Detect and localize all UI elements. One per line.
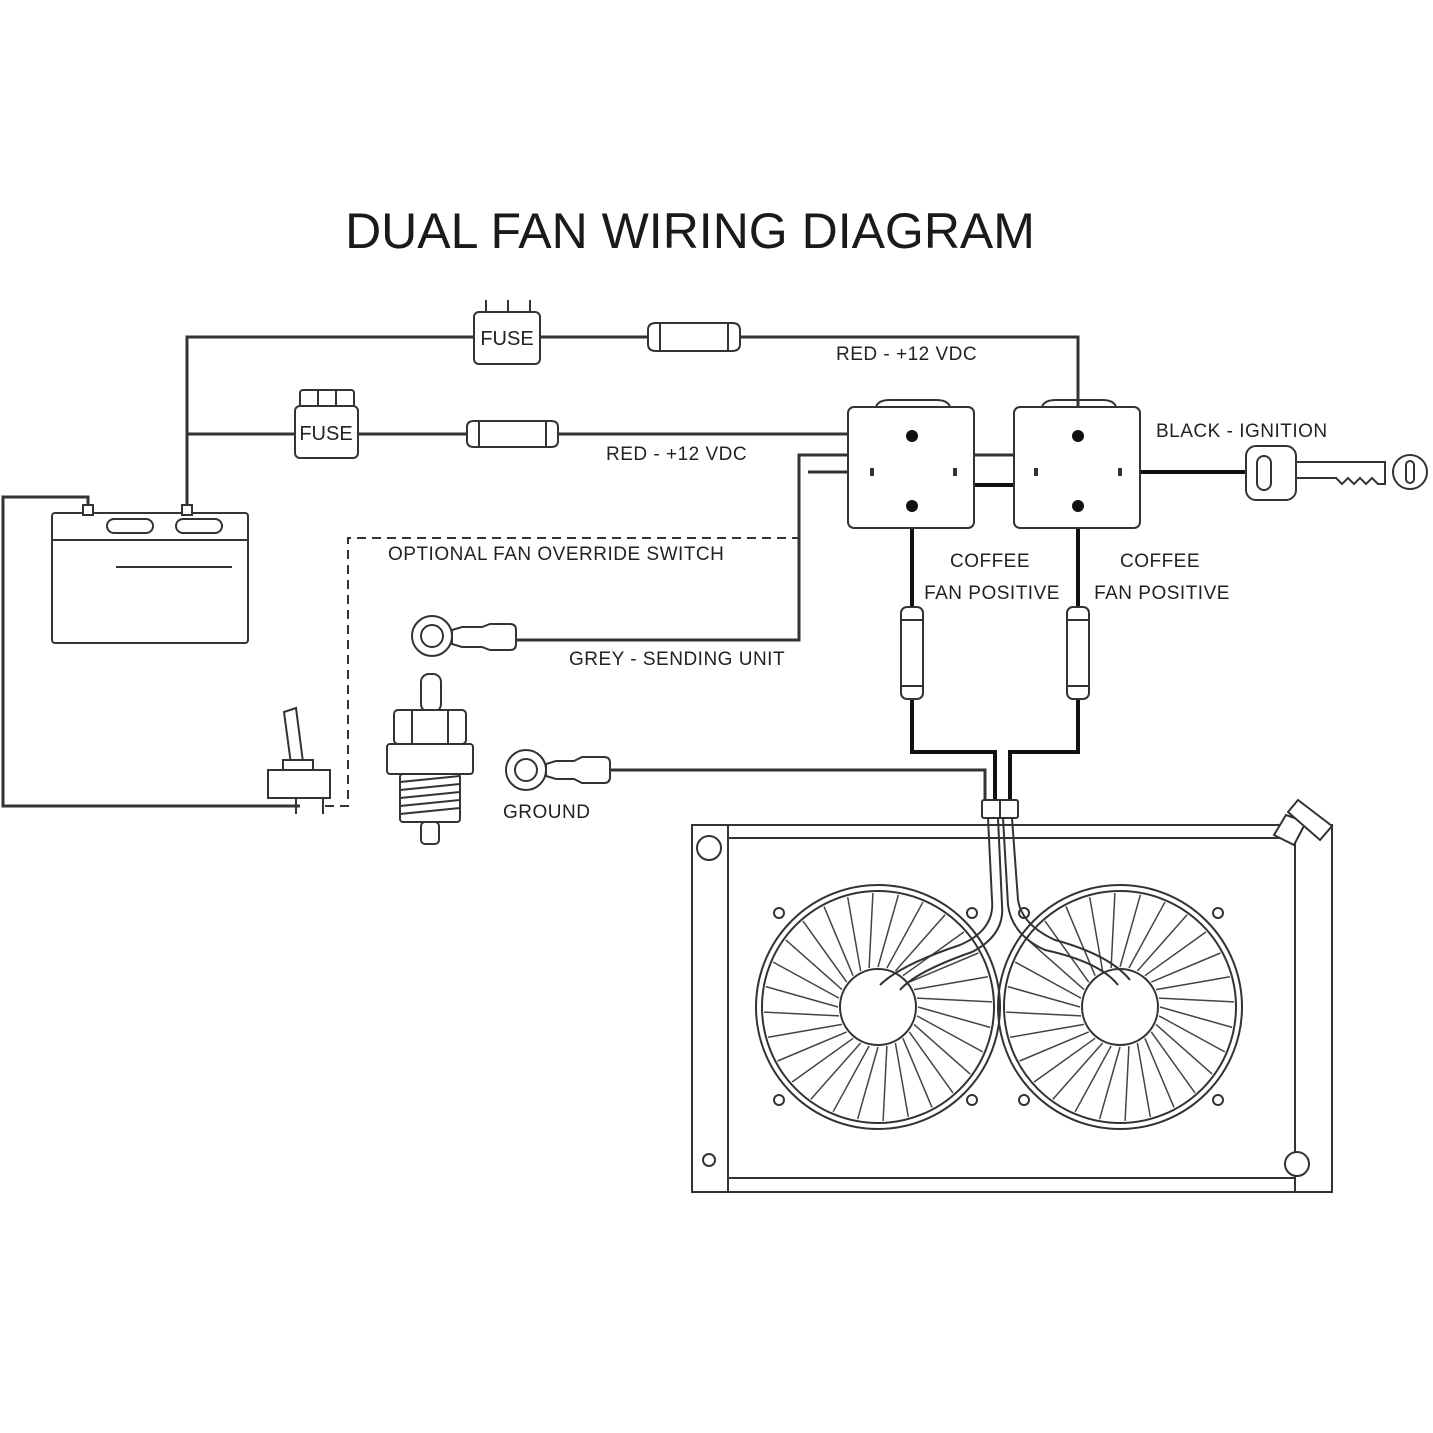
inline-connector-coffee-left bbox=[900, 606, 924, 700]
fan-blade bbox=[765, 985, 839, 1008]
fan-blade bbox=[1014, 961, 1082, 999]
label-fan-positive-left: FAN POSITIVE bbox=[924, 583, 1060, 604]
fan-blade bbox=[1033, 1037, 1096, 1083]
key-icon bbox=[1245, 445, 1428, 501]
fuse-top: FUSE bbox=[473, 300, 541, 365]
fan-blade bbox=[785, 939, 843, 991]
fuse-middle: FUSE bbox=[294, 389, 359, 459]
ring-terminal-sending bbox=[411, 615, 517, 657]
label-red-top: RED - +12 VDC bbox=[836, 344, 977, 365]
label-coffee-left: COFFEE bbox=[950, 551, 1030, 572]
fan-blade bbox=[908, 1031, 954, 1094]
sending-unit-icon bbox=[386, 673, 474, 845]
fan-right bbox=[997, 884, 1243, 1130]
fan-blade bbox=[810, 1042, 862, 1100]
label-red-middle: RED - +12 VDC bbox=[606, 444, 747, 465]
fan-blade bbox=[1150, 1031, 1196, 1094]
diagram-title: DUAL FAN WIRING DIAGRAM bbox=[345, 203, 1035, 259]
fan-blade bbox=[877, 894, 900, 968]
fan-blade bbox=[1124, 1045, 1130, 1121]
fan-blade bbox=[1088, 896, 1104, 972]
fan-blade bbox=[1159, 1006, 1233, 1029]
fan-blade bbox=[1074, 1045, 1112, 1113]
fan-blade bbox=[1128, 901, 1166, 969]
wire-ground bbox=[610, 768, 987, 800]
fan-blade bbox=[1155, 1023, 1213, 1075]
fan-blade bbox=[772, 961, 840, 999]
radiator-icon bbox=[691, 798, 1334, 1193]
fan-harness bbox=[879, 799, 1131, 991]
relay-left bbox=[847, 399, 975, 529]
label-grey-sending: GREY - SENDING UNIT bbox=[569, 649, 785, 670]
fan-blade bbox=[902, 1038, 933, 1108]
fan-blade bbox=[886, 901, 924, 969]
fan-blade bbox=[1136, 914, 1188, 972]
fan-blade bbox=[913, 975, 989, 991]
inline-connector-top bbox=[647, 322, 741, 352]
fan-blade bbox=[917, 1006, 991, 1029]
fan-left-blades bbox=[764, 893, 992, 1121]
fan-blade bbox=[1007, 985, 1081, 1008]
wire-red-top bbox=[185, 335, 1080, 505]
fan-blade bbox=[832, 1045, 870, 1113]
inline-connector-middle bbox=[466, 420, 559, 448]
fan-blade bbox=[1044, 920, 1090, 983]
ring-terminal-ground bbox=[505, 749, 611, 791]
toggle-switch-icon bbox=[267, 706, 331, 814]
wire-battery-to-switch bbox=[1, 495, 300, 808]
fan-blade bbox=[777, 1031, 847, 1062]
battery-icon bbox=[51, 504, 249, 644]
label-override-switch: OPTIONAL FAN OVERRIDE SWITCH bbox=[388, 544, 724, 565]
fuse-middle-label: FUSE bbox=[299, 423, 352, 445]
fan-blade bbox=[1052, 1042, 1104, 1100]
fan-blade bbox=[894, 1042, 910, 1118]
inline-connector-coffee-right bbox=[1066, 606, 1090, 700]
fan-blade bbox=[1144, 931, 1207, 977]
fan-blade bbox=[1144, 1038, 1175, 1108]
fan-blade bbox=[823, 906, 854, 976]
fan-blade bbox=[1155, 975, 1231, 991]
label-black-ignition: BLACK - IGNITION bbox=[1156, 421, 1328, 442]
fan-blade bbox=[1151, 952, 1221, 983]
fan-blade bbox=[1158, 1015, 1226, 1053]
fan-left bbox=[755, 884, 1001, 1130]
label-coffee-right: COFFEE bbox=[1120, 551, 1200, 572]
fan-blade bbox=[767, 1023, 843, 1039]
fan-blade bbox=[916, 997, 992, 1003]
fan-right-blades bbox=[1006, 893, 1234, 1121]
fan-blade bbox=[894, 914, 946, 972]
fuse-top-label: FUSE bbox=[480, 328, 533, 350]
fan-blade bbox=[791, 1037, 854, 1083]
relay-right bbox=[1013, 399, 1141, 529]
fan-blade bbox=[802, 920, 848, 983]
fan-blade bbox=[1158, 997, 1234, 1003]
fan-blade bbox=[1110, 893, 1116, 969]
fan-blade bbox=[868, 893, 874, 969]
fan-blade bbox=[1009, 1023, 1085, 1039]
fan-blade bbox=[846, 896, 862, 972]
fan-blade bbox=[913, 1023, 971, 1075]
label-fan-positive-right: FAN POSITIVE bbox=[1094, 583, 1230, 604]
fan-blade bbox=[882, 1045, 888, 1121]
fan-blade bbox=[1006, 1011, 1082, 1017]
fan-blade bbox=[764, 1011, 840, 1017]
fan-blade bbox=[916, 1015, 984, 1053]
wire-override-dashed bbox=[325, 537, 799, 807]
fan-blade bbox=[1098, 1046, 1121, 1120]
fan-blade bbox=[856, 1046, 879, 1120]
fan-blade bbox=[1027, 939, 1085, 991]
fan-blade bbox=[909, 952, 979, 983]
fan-blade bbox=[1119, 894, 1142, 968]
fan-blade bbox=[1136, 1042, 1152, 1118]
fan-blade bbox=[1019, 1031, 1089, 1062]
label-ground: GROUND bbox=[503, 802, 590, 823]
